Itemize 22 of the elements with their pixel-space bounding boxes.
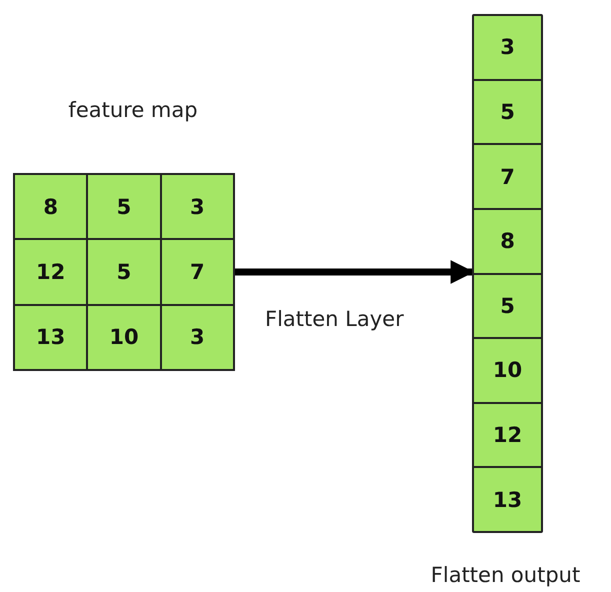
value-cell: 12 (14, 239, 88, 305)
value-cell: 13 (14, 304, 88, 370)
value-cell: 13 (473, 467, 542, 532)
value-cell: 3 (160, 304, 234, 370)
value-cell: 5 (473, 274, 542, 338)
value-cell: 8 (14, 174, 88, 240)
value-cell: 3 (473, 15, 542, 80)
arrow (235, 260, 474, 284)
value-cell: 12 (473, 402, 542, 468)
output-column (472, 14, 543, 533)
node-label: feature map (67, 98, 199, 122)
value-cell: 7 (160, 239, 234, 305)
value-cell: 5 (87, 239, 161, 305)
feature-map-grid (13, 173, 235, 371)
value-cell: 8 (473, 208, 542, 274)
node-label: Flatten output (430, 563, 582, 587)
value-cell: 5 (473, 80, 542, 144)
value-cell: 5 (87, 174, 161, 240)
value-cell: 10 (473, 338, 542, 403)
value-cell: 10 (87, 304, 161, 370)
value-cell: 3 (160, 174, 234, 240)
value-cell: 7 (473, 144, 542, 209)
